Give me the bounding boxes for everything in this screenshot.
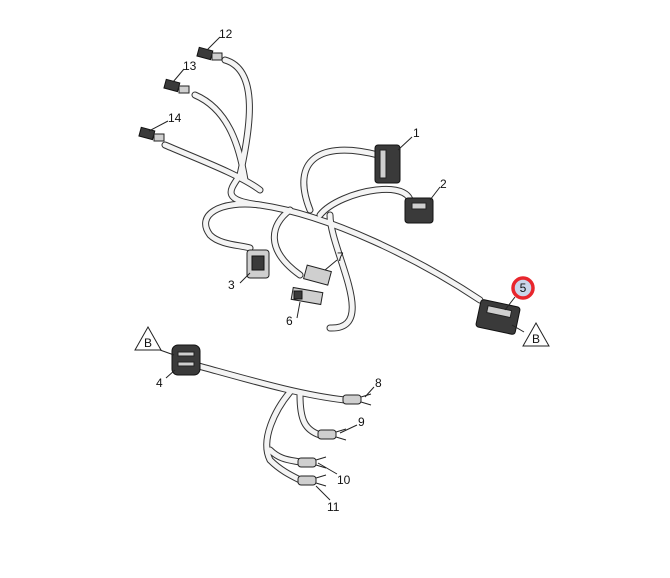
svg-text:B: B: [532, 332, 540, 346]
reference-triangle-b-left: B: [134, 325, 162, 351]
connector-3[interactable]: [246, 249, 270, 279]
callout-9: 9: [358, 415, 365, 429]
connector-5[interactable]: [475, 299, 521, 335]
callout-5: 5: [520, 281, 527, 295]
upper-harness-wires: [161, 56, 484, 332]
terminal-8[interactable]: [342, 393, 372, 406]
callout-14: 14: [168, 111, 182, 125]
callout-12: 12: [219, 27, 233, 41]
reference-triangle-b-right: B: [522, 321, 550, 347]
terminal-11[interactable]: [297, 474, 327, 487]
callout-5-highlight[interactable]: 5: [511, 276, 535, 300]
connector-6[interactable]: [290, 286, 324, 306]
callout-7: 7: [337, 250, 344, 264]
callout-10: 10: [337, 473, 351, 487]
callout-8: 8: [375, 376, 382, 390]
terminal-9[interactable]: [317, 428, 347, 441]
connector-4[interactable]: [171, 344, 201, 376]
callout-3: 3: [228, 278, 235, 292]
callout-2: 2: [440, 177, 447, 191]
leader-lines: [148, 36, 525, 501]
callout-4: 4: [156, 376, 163, 390]
callout-1: 1: [413, 126, 420, 140]
connector-13[interactable]: [163, 78, 190, 94]
callout-13: 13: [183, 59, 197, 73]
connector-1[interactable]: [374, 144, 401, 184]
connector-12[interactable]: [196, 46, 223, 61]
lower-harness-wires: [191, 361, 349, 484]
terminal-10[interactable]: [297, 456, 327, 469]
callout-11: 11: [327, 500, 340, 514]
connector-7[interactable]: [302, 264, 332, 286]
connector-2[interactable]: [404, 197, 434, 224]
svg-text:B: B: [144, 336, 152, 350]
callout-6: 6: [286, 314, 293, 328]
